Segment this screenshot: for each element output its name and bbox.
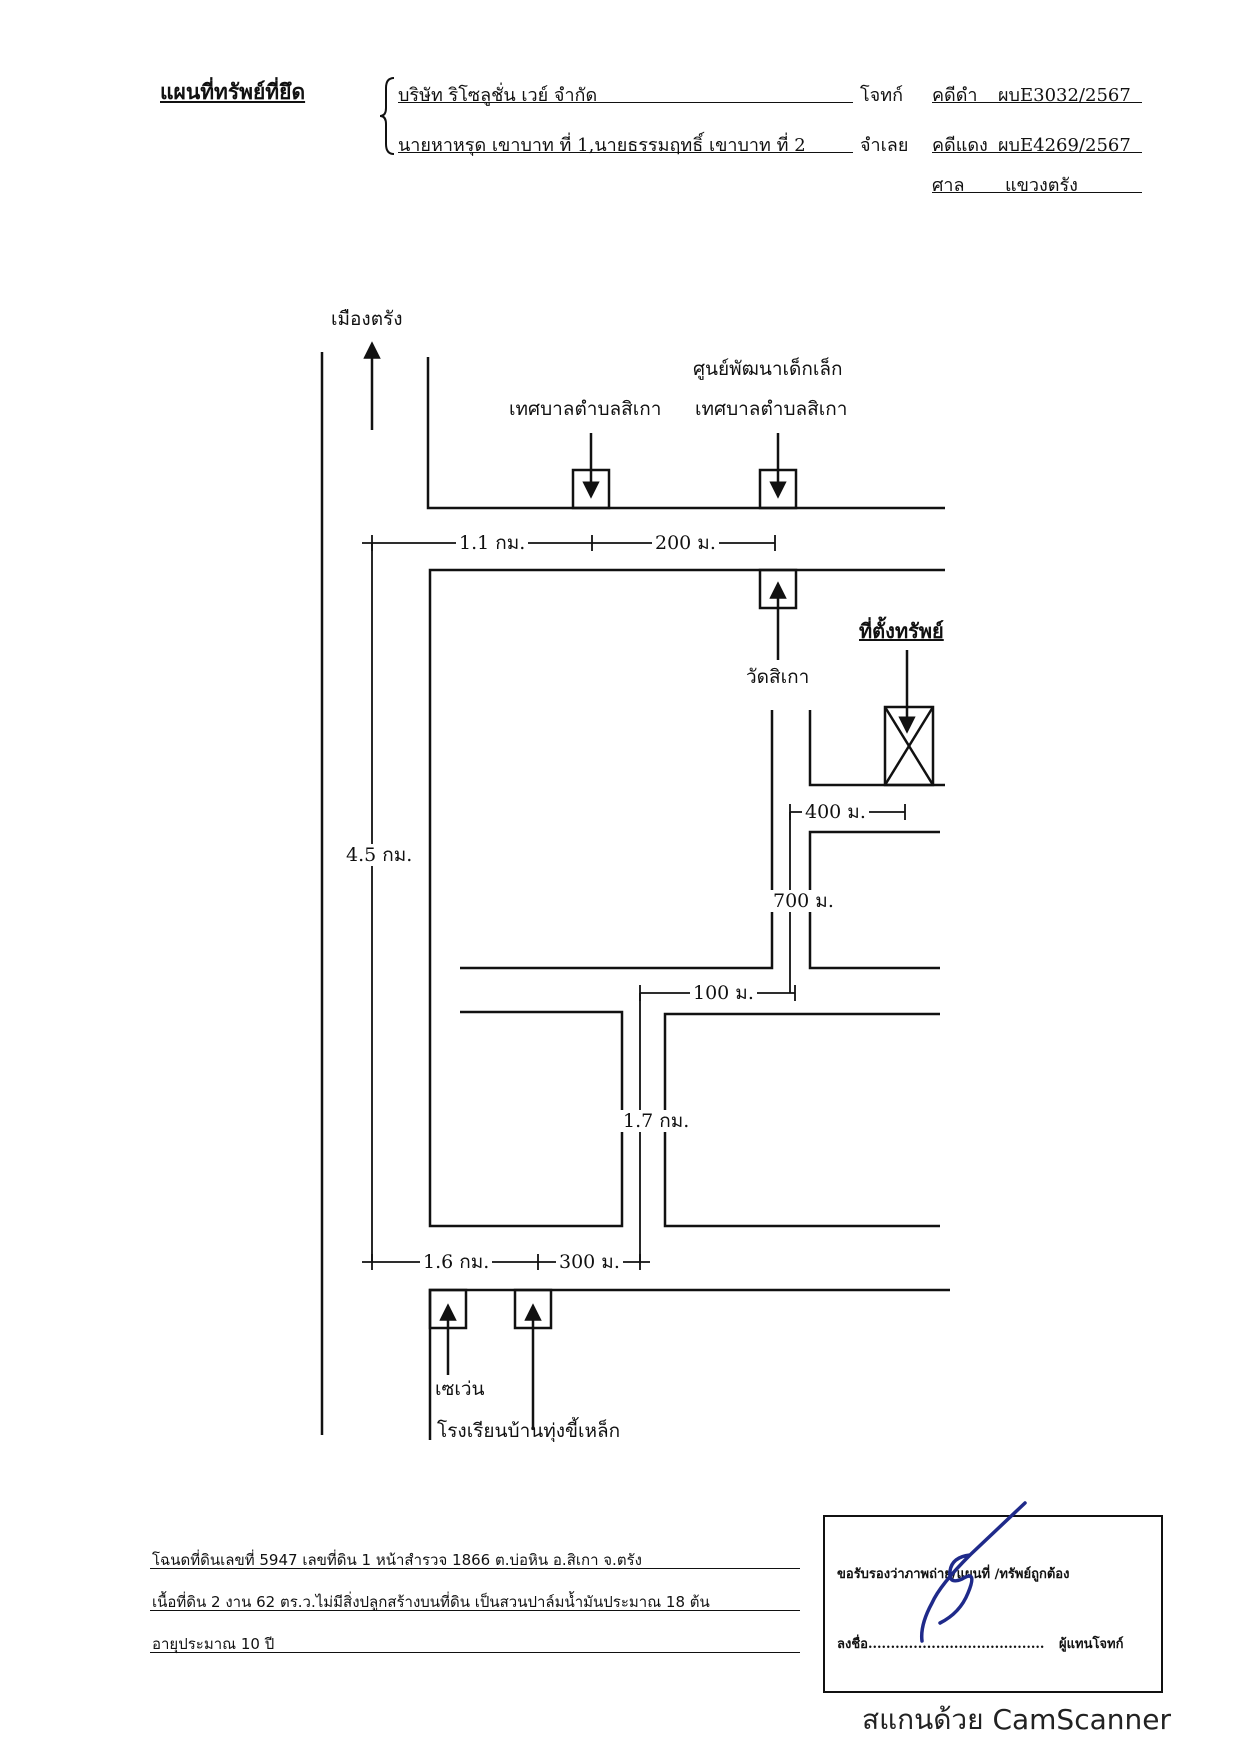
dist-4-5km: 4.5 กม. <box>343 844 416 866</box>
dist-1-6km: 1.6 กม. <box>420 1251 493 1273</box>
dist-300m: 300 ม. <box>556 1251 623 1273</box>
defendant-underline <box>398 152 853 153</box>
black-case-number: ผบE3032/2567 <box>998 85 1131 106</box>
certification-box: ขอรับรองว่าภาพถ่าย/แผนที่ /ทรัพย์ถูกต้อง… <box>823 1515 1163 1693</box>
road-lower-right <box>663 1012 940 1228</box>
school-label: โรงเรียนบ้านทุ่งขี้เหล็ก <box>437 1420 621 1442</box>
plaintiff-role: โจทก์ <box>860 85 903 106</box>
red-case-label: คดีแดง <box>932 135 988 156</box>
camscanner-watermark: สแกนด้วย CamScanner <box>862 1703 1171 1736</box>
direction-label: เมืองตรัง <box>331 308 403 330</box>
black-case-underline <box>932 102 1142 103</box>
property-box <box>883 705 935 787</box>
footer-line-2: เนื้อที่ดิน 2 งาน 62 ตร.ว.ไม่มีสิ่งปลูกส… <box>152 1593 710 1611</box>
plaintiff-name: บริษัท ริโซลูชั่น เวย์ จำกัด <box>398 85 598 106</box>
dist-200m: 200 ม. <box>652 532 719 554</box>
footer-line-3: อายุประมาณ 10 ปี <box>152 1635 275 1653</box>
road-bottom-edge <box>428 1288 950 1330</box>
dist-700m: 700 ม. <box>770 890 837 912</box>
road-temple-edge <box>460 710 774 970</box>
road-block-top <box>428 568 945 1228</box>
red-case-underline <box>932 152 1142 153</box>
defendant-name: นายหาหรุด เขาบาท ที่ 1,นายธรรมฤทธิ์ เขาบ… <box>398 135 806 156</box>
childcare-label-2: เทศบาลตำบลสิเกา <box>695 398 848 420</box>
seven-label: เซเว่น <box>435 1378 485 1400</box>
signature-role: ผู้แทนโจทก์ <box>1059 1637 1124 1652</box>
footer-underline-2 <box>150 1610 800 1611</box>
property-site-label: ที่ตั้งทรัพย์ <box>859 619 944 643</box>
footer-underline-1 <box>150 1568 800 1569</box>
dist-100m: 100 ม. <box>690 982 757 1004</box>
dist-400m: 400 ม. <box>802 801 869 823</box>
handwritten-signature <box>919 1501 1027 1643</box>
court-name: แขวงตรัง <box>1005 175 1078 196</box>
black-case-label: คดีดำ <box>932 85 978 106</box>
plaintiff-underline <box>398 102 853 103</box>
signature-line: ลงชื่อ..................................… <box>837 1637 1045 1652</box>
defendant-role: จำเลย <box>860 135 909 156</box>
dist-1-7km: 1.7 กม. <box>620 1110 693 1132</box>
temple-label: วัดสิเกา <box>746 666 810 688</box>
municipality-label: เทศบาลตำบลสิเกา <box>509 398 662 420</box>
road-top-edge <box>426 357 945 510</box>
red-case-number: ผบE4269/2567 <box>998 135 1131 156</box>
childcare-label-1: ศูนย์พัฒนาเด็กเล็ก <box>693 358 843 380</box>
court-label: ศาล <box>932 175 965 196</box>
court-underline <box>932 192 1142 193</box>
page-title: แผนที่ทรัพย์ที่ยึด <box>160 79 306 104</box>
footer-underline-3 <box>150 1652 800 1653</box>
dist-1-1km: 1.1 กม. <box>456 532 529 554</box>
header-brace <box>379 77 395 155</box>
footer-line-1: โฉนดที่ดินเลขที่ 5947 เลขที่ดิน 1 หน้าสำ… <box>152 1551 642 1569</box>
